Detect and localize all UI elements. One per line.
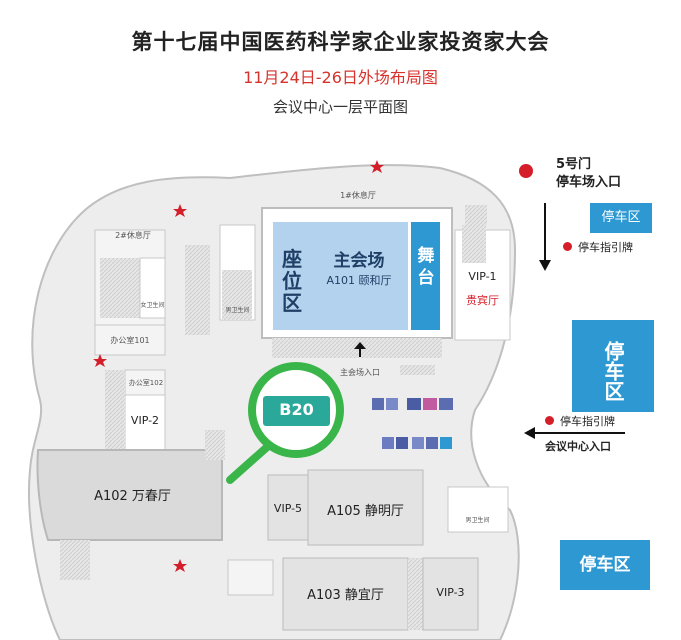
red-star-icon [370,160,384,173]
center-entrance-label: 会议中心入口 [545,440,611,453]
restroom-male-2-label: 男卫生间 [465,517,490,524]
vip1-label: VIP-1 [468,270,497,283]
main-hall-label: 主会场 [333,251,385,271]
parking-sign-marker-icon [545,416,554,425]
rest-hall-1-label: 1#休息厅 [340,191,376,200]
red-star-icon [173,559,187,572]
a103-label: A103 静宜厅 [307,588,384,603]
parking-area-bottom: 停车区 [560,540,650,590]
restroom-female-label: 女卫生间 [140,302,165,309]
floor-title: 会议中心一层平面图 [272,98,408,116]
red-star-icon [93,354,107,367]
page-title: 第十七届中国医药科学家企业家投资家大会 [131,30,550,54]
main-hall-seating-area [273,222,408,330]
parking-sign-marker-icon [563,242,572,251]
a105-label: A105 静明厅 [327,504,404,519]
main-hall-stage [411,222,440,330]
red-star-icon [173,204,187,217]
page-subtitle: 11月24日-26日外场布局图 [243,68,438,87]
gate-marker-icon [519,164,533,178]
vip3-label: VIP-3 [436,586,465,599]
vip5-label: VIP-5 [273,502,303,515]
stage-label: 舞台 [417,246,435,288]
a102-label: A102 万春厅 [94,489,171,504]
vip2-label: VIP-2 [130,414,160,427]
office-102-label: 办公室102 [128,379,164,387]
parking-sign-label-2: 停车指引牌 [560,415,615,428]
main-hall-room-label: A101 颐和厅 [326,274,392,287]
booth-row-lower [382,437,452,449]
booth-row-upper [372,398,453,410]
parking-sign-label-1: 停车指引牌 [578,241,633,254]
office-101-label: 办公室101 [110,336,150,345]
restroom-male-label: 男卫生间 [225,307,250,314]
vip1-sublabel: 贵宾厅 [466,294,499,307]
parking-area-middle: 停车区 [572,320,654,412]
booth-b20-label: B20 [279,400,314,419]
main-entrance-label: 主会场入口 [340,368,380,377]
parking-entrance-label: 停车场入口 [556,175,622,190]
rest-hall-2-label: 2#休息厅 [115,231,151,240]
parking-area-top: 停车区 [590,203,652,233]
seating-area-label: 座位区 [282,247,302,315]
gate-5-label: 5号门 [556,157,592,172]
booth-b20-marker [226,362,344,484]
